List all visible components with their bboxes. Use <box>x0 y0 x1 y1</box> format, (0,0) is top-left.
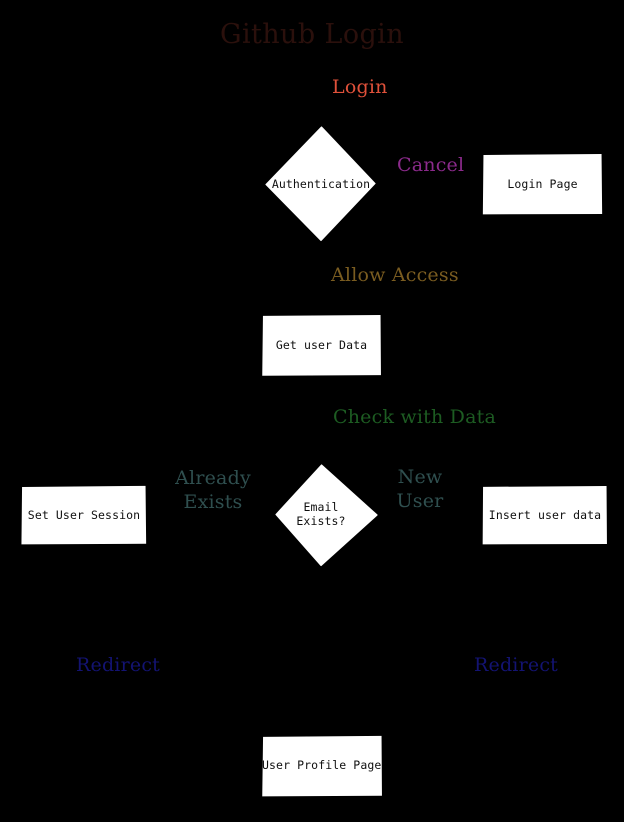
connector-arrows <box>82 60 545 741</box>
edge-label-check-with-data: Check with Data <box>333 406 496 428</box>
node-label-get-user-data: Get user Data <box>275 338 368 352</box>
edge-label-new-user: New User <box>396 466 444 513</box>
node-label-login-page: Login Page <box>507 177 578 191</box>
node-email-exists-shape[interactable] <box>275 464 378 567</box>
node-insert-user-data-shape[interactable] <box>482 486 607 545</box>
node-label-insert-user-data: Insert user data <box>488 508 602 522</box>
node-login-page-shape[interactable] <box>482 154 603 215</box>
node-label-set-user-session: Set User Session <box>27 508 141 522</box>
node-authentication-shape[interactable] <box>265 126 376 242</box>
edge-label-login: Login <box>332 76 388 98</box>
edge-label-allow-access: Allow Access <box>331 264 459 286</box>
diagram-title: Github Login <box>220 19 404 50</box>
node-user-profile-page-shape[interactable] <box>262 735 382 797</box>
edge-label-already-exists: Already Exists <box>175 467 251 514</box>
node-get-user-data-shape[interactable] <box>262 315 381 376</box>
edge-label-cancel: Cancel <box>397 154 465 176</box>
node-label-email-exists: Email Exists? <box>296 500 346 529</box>
edge-label-redirect-left: Redirect <box>76 654 160 676</box>
node-label-authentication: Authentication <box>271 177 371 191</box>
node-label-user-profile-page: User Profile Page <box>262 758 382 772</box>
edge-label-redirect-right: Redirect <box>474 654 558 676</box>
node-set-user-session-shape[interactable] <box>21 485 147 545</box>
